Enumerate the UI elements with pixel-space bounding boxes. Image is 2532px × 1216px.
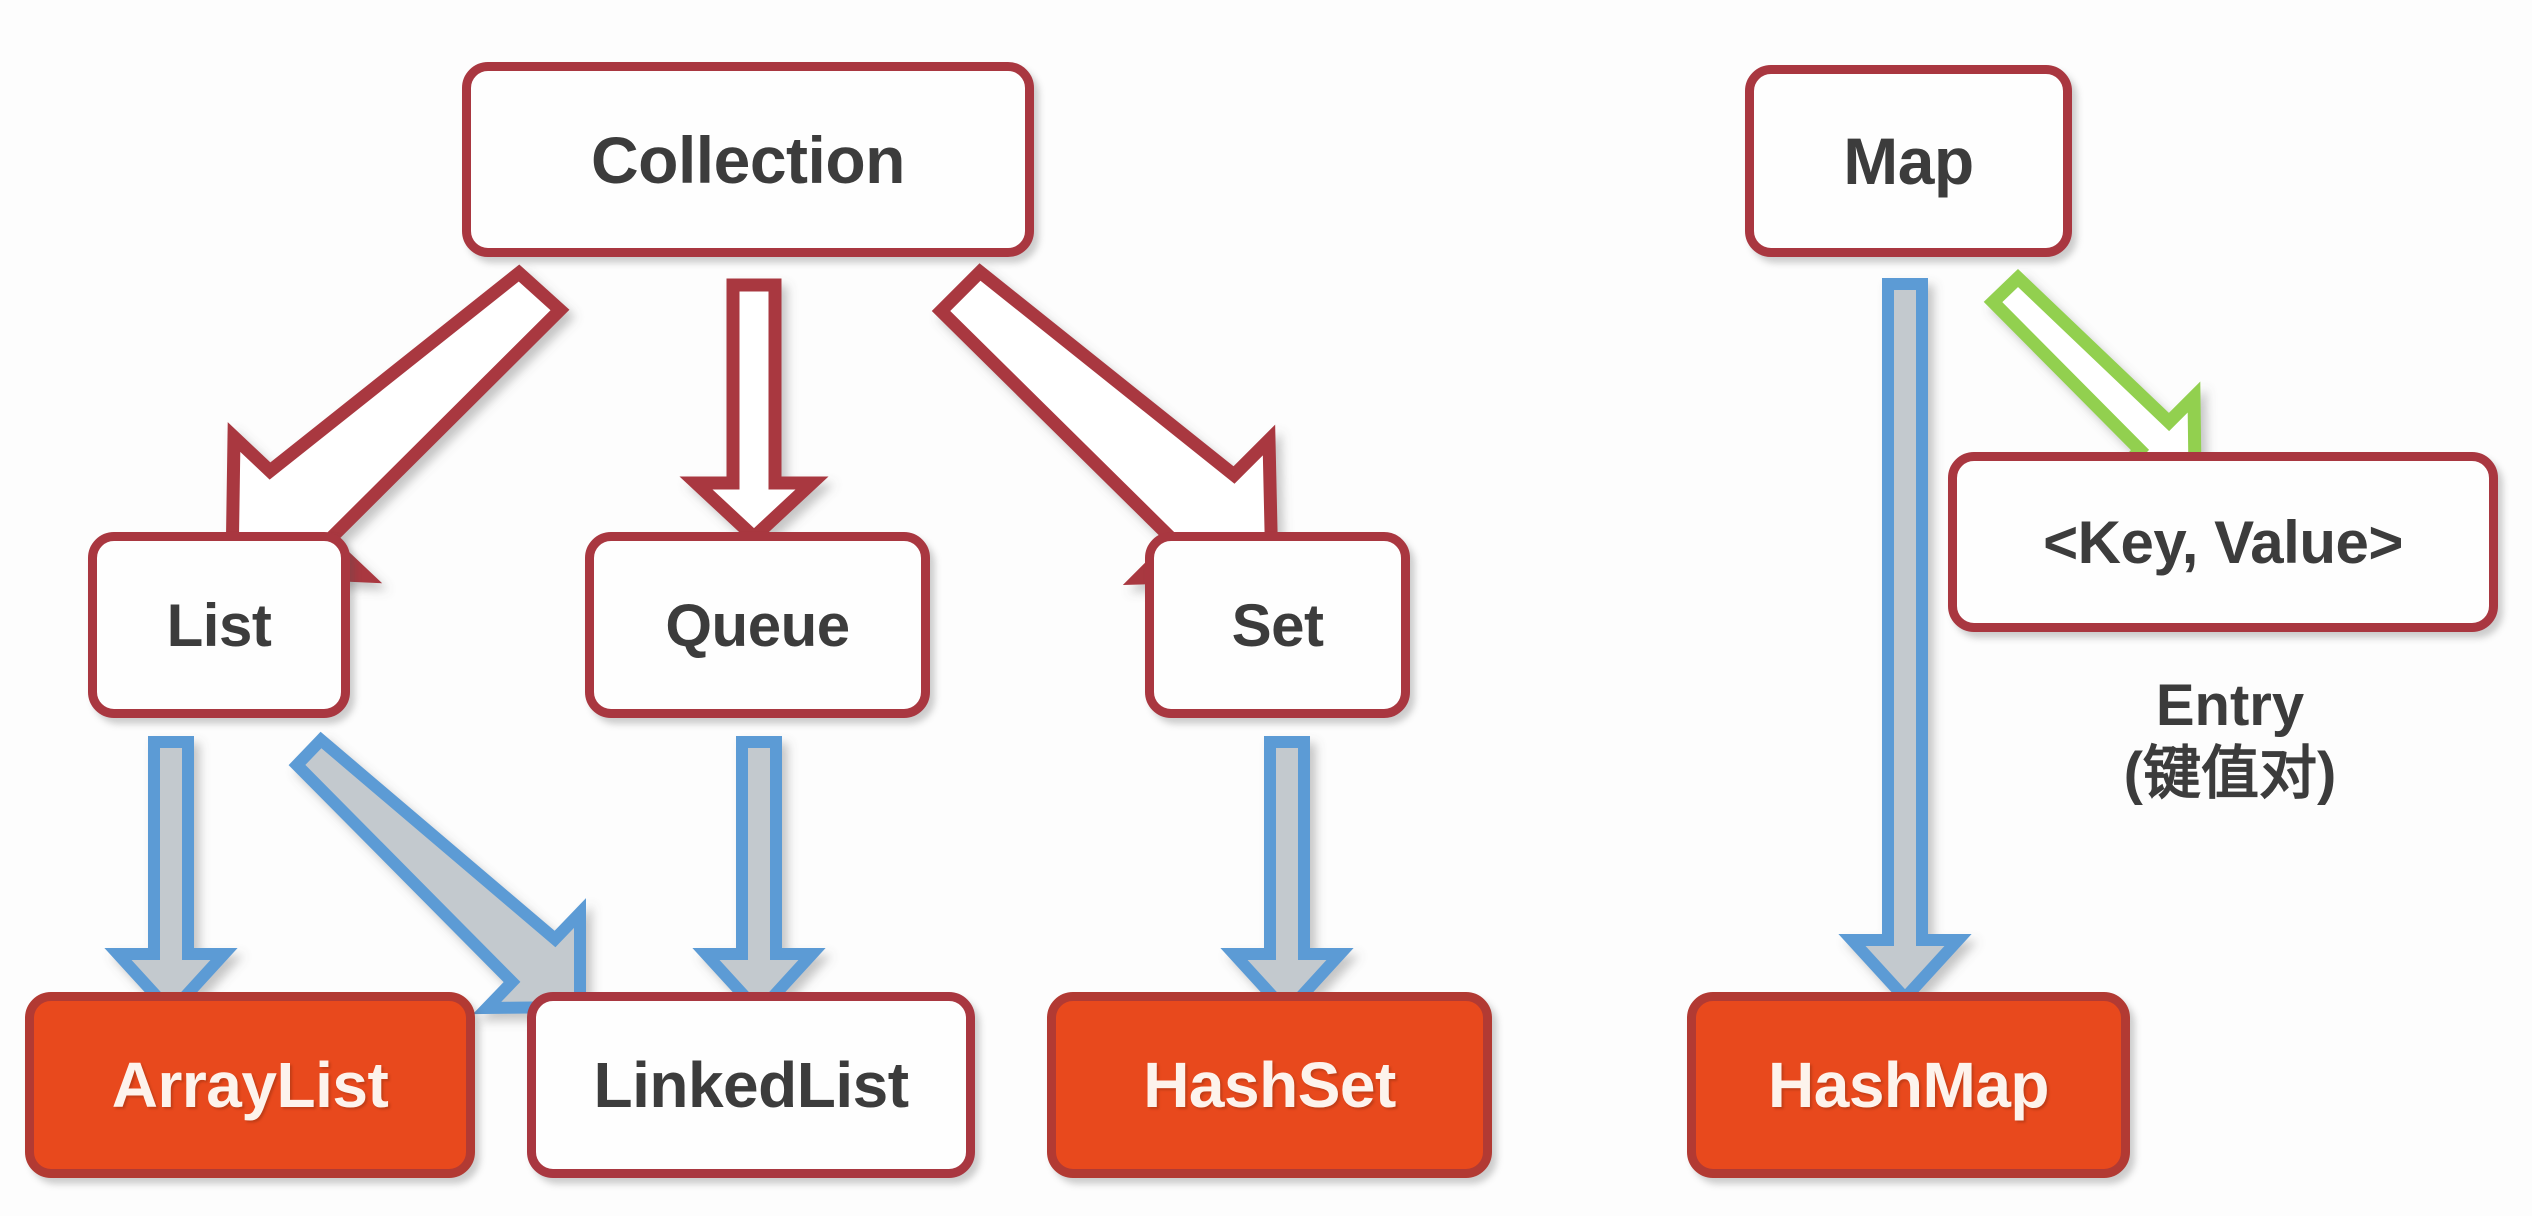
node-key-value[interactable]: <Key, Value> bbox=[1948, 452, 2498, 632]
edge-list-to-arraylist bbox=[104, 736, 238, 1021]
node-hashmap[interactable]: HashMap bbox=[1687, 992, 2130, 1178]
entry-caption: Entry (键值对) bbox=[2075, 672, 2385, 809]
edge-collection-to-list bbox=[225, 264, 570, 584]
edge-map-to-hashmap bbox=[1838, 278, 1972, 1007]
node-arraylist[interactable]: ArrayList bbox=[25, 992, 475, 1178]
node-hashset[interactable]: HashSet bbox=[1047, 992, 1492, 1178]
entry-caption-line2: (键值对) bbox=[2123, 741, 2337, 807]
entry-caption-line1: Entry bbox=[2155, 673, 2305, 738]
node-list[interactable]: List bbox=[88, 532, 350, 718]
edge-set-to-hashset bbox=[1220, 736, 1354, 1021]
edge-map-to-keyvalue bbox=[1983, 269, 2202, 482]
edge-queue-to-linkedlist bbox=[692, 736, 826, 1021]
node-collection[interactable]: Collection bbox=[462, 62, 1034, 257]
node-linkedlist[interactable]: LinkedList bbox=[527, 992, 975, 1178]
edge-list-to-linkedlist bbox=[288, 731, 586, 1015]
node-set[interactable]: Set bbox=[1145, 532, 1410, 718]
edge-collection-to-queue bbox=[679, 278, 829, 546]
node-queue[interactable]: Queue bbox=[585, 532, 930, 718]
node-map[interactable]: Map bbox=[1745, 65, 2072, 257]
